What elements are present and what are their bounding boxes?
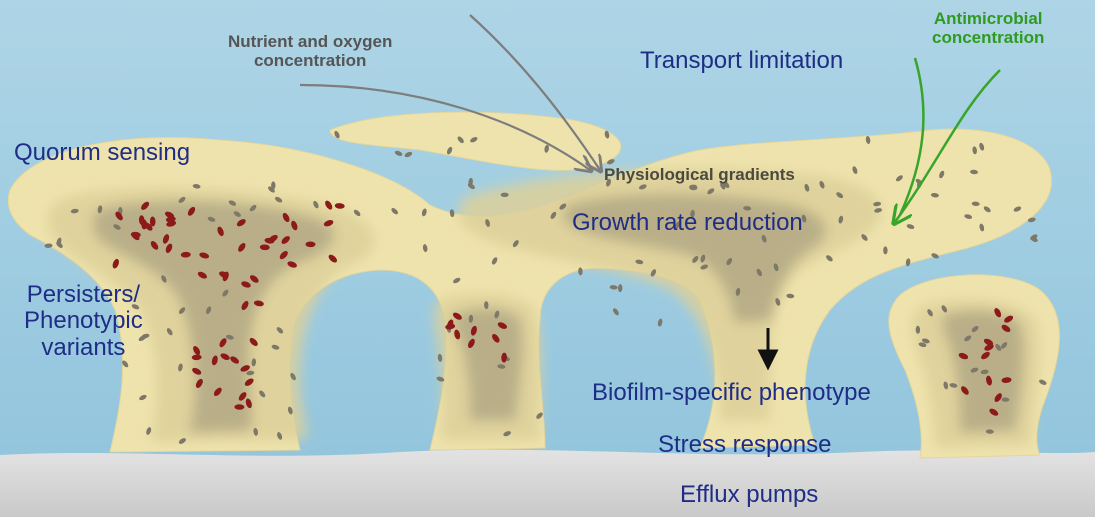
transport-limitation-label: Transport limitation: [640, 48, 843, 74]
persisters-label: Persisters/ Phenotypic variants: [24, 282, 143, 361]
persisters-label-line3: variants: [24, 335, 143, 361]
antimicrobial-label-line1: Antimicrobial: [932, 10, 1044, 29]
bacterial-cell: [883, 246, 887, 254]
nutrient-label-line2: concentration: [228, 52, 392, 71]
physiological-gradients-label: Physiological gradients: [604, 166, 795, 185]
bacterial-cell: [501, 193, 509, 197]
growth-rate-reduction-label: Growth rate reduction: [572, 210, 803, 236]
biofilm-phenotype-label: Biofilm-specific phenotype: [592, 380, 871, 406]
substratum: [0, 450, 1095, 517]
persisters-label-line1: Persisters/: [24, 282, 143, 308]
nutrient-label-line1: Nutrient and oxygen: [228, 33, 392, 52]
persisters-label-line2: Phenotypic: [24, 308, 143, 334]
efflux-pumps-label: Efflux pumps: [680, 482, 818, 508]
quorum-sensing-label: Quorum sensing: [14, 140, 190, 166]
nutrient-oxygen-label: Nutrient and oxygen concentration: [228, 33, 392, 70]
antimicrobial-label-line2: concentration: [932, 29, 1044, 48]
antimicrobial-label: Antimicrobial concentration: [932, 10, 1044, 47]
stress-response-label: Stress response: [658, 432, 831, 458]
